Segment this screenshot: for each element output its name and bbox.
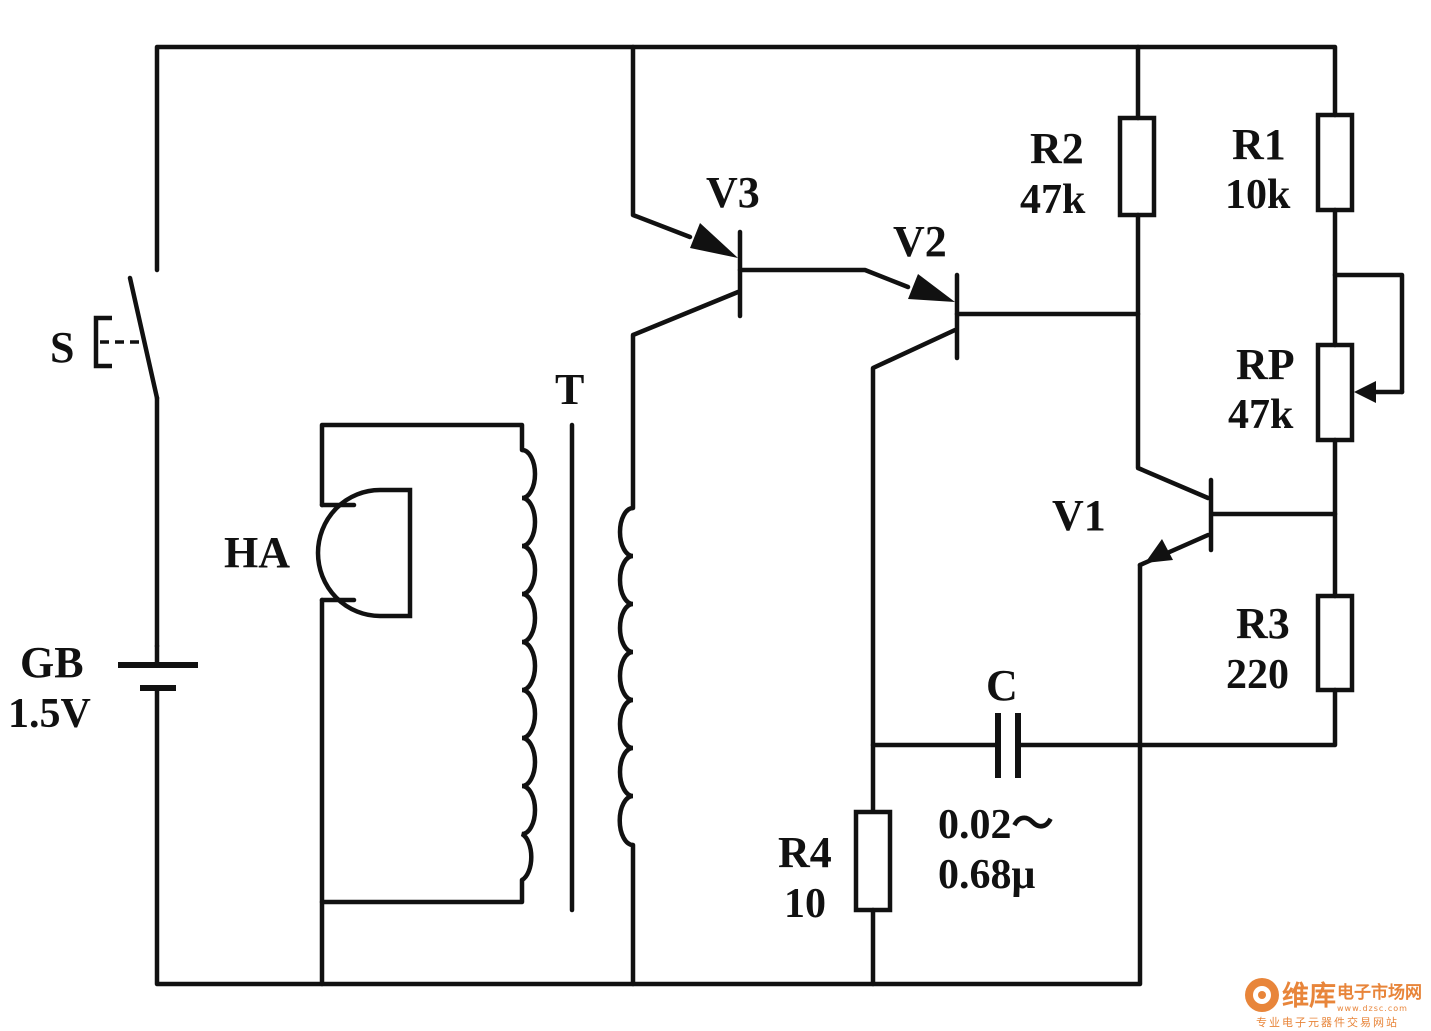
switch-actuator xyxy=(93,315,112,369)
buzzer-ha: HA xyxy=(224,487,413,619)
capacitor-label: C xyxy=(986,661,1018,710)
primary-bottom-wire xyxy=(319,877,525,905)
v3-emitter-arrow xyxy=(690,223,738,258)
bottom-rail-wire xyxy=(154,562,1143,987)
resistor-r3: R3 220 xyxy=(1226,593,1355,698)
watermark-brand: 维库 xyxy=(1282,981,1336,1012)
v1-label: V1 xyxy=(1052,491,1106,540)
battery-label: GB xyxy=(20,638,84,687)
buzzer-label: HA xyxy=(224,528,290,577)
v2-collector-wire xyxy=(870,327,958,813)
v1-collector-wire xyxy=(1135,212,1211,501)
resistor-r1: R1 10k xyxy=(1225,112,1355,218)
capacitor-value-line1: 0.02～ xyxy=(938,802,1054,848)
battery-value: 1.5V xyxy=(8,691,91,737)
r3-body xyxy=(1315,593,1355,693)
primary-winding xyxy=(513,447,538,882)
top-rail-wire xyxy=(154,44,1338,273)
transistor-v3: V3 xyxy=(690,168,760,319)
r4-value: 10 xyxy=(784,881,826,927)
r2-label: R2 xyxy=(1030,124,1084,173)
transistor-v2: V2 xyxy=(893,217,960,361)
capacitor-value-line2: 0.68μ xyxy=(938,852,1036,898)
r4-body xyxy=(853,809,893,913)
v1-emitter-arrow xyxy=(1145,539,1173,563)
v2-emitter-arrow xyxy=(908,274,955,302)
rp-label: RP xyxy=(1236,340,1295,389)
transformer-t: T xyxy=(513,365,634,913)
buzzer-top-wire xyxy=(319,422,525,508)
transistor-v1: V1 xyxy=(1052,477,1214,563)
r3-value: 220 xyxy=(1226,652,1289,698)
wires xyxy=(154,44,1405,987)
rp-wiper-arrow xyxy=(1354,381,1376,403)
r1-value: 10k xyxy=(1225,172,1291,218)
r2-value: 47k xyxy=(1020,177,1086,223)
r1-body xyxy=(1315,112,1355,213)
watermark-url: www.dzsc.com xyxy=(1337,1004,1408,1013)
r3-capacitor-wire xyxy=(1015,687,1338,748)
resistor-r2: R2 47k xyxy=(1020,115,1157,223)
v3-collector-wire xyxy=(630,289,741,511)
v3-label: V3 xyxy=(706,168,760,217)
battery-gb: GB 1.5V xyxy=(8,638,198,737)
capacitor-c: C 0.02～ 0.68μ xyxy=(938,661,1054,898)
rp-body xyxy=(1315,342,1355,443)
switch-s: S xyxy=(50,275,160,401)
r2-body xyxy=(1117,115,1157,218)
r3-label: R3 xyxy=(1236,599,1290,648)
watermark-site-name: 电子市场网 xyxy=(1337,982,1422,1003)
secondary-winding xyxy=(617,505,634,848)
v2-label: V2 xyxy=(893,217,947,266)
switch-blade xyxy=(127,275,160,401)
transformer-label: T xyxy=(555,365,584,414)
v3-emitter-wire xyxy=(630,44,693,240)
v3-base-v2-emitter-wire xyxy=(737,267,911,290)
watermark-tagline: 专业电子元器件交易网站 xyxy=(1256,1015,1399,1029)
potentiometer-rp: RP 47k xyxy=(1228,340,1405,443)
r4-label: R4 xyxy=(778,828,832,877)
rp-wiper-loop-wire xyxy=(1332,272,1405,395)
rp-value: 47k xyxy=(1228,392,1294,438)
r1-label: R1 xyxy=(1232,120,1286,169)
watermark: 维库 电子市场网 www.dzsc.com 专业电子元器件交易网站 xyxy=(1245,978,1422,1029)
switch-label: S xyxy=(50,323,74,372)
resistor-r4: R4 10 xyxy=(778,809,893,927)
buzzer-body xyxy=(315,487,413,619)
